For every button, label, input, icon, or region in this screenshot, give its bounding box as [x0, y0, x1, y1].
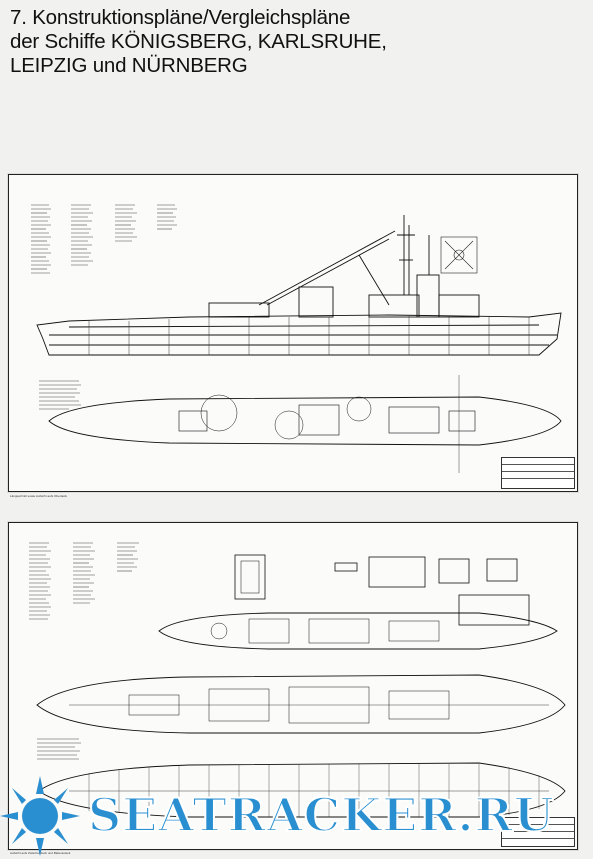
- title-line-2: der Schiffe KÖNIGSBERG, KARLSRUHE,: [10, 30, 387, 53]
- deck-plan-view: [48, 375, 562, 473]
- plan-sheet-2: [8, 522, 578, 850]
- legend-list-3: [115, 204, 177, 242]
- notes-block: [39, 380, 81, 410]
- seatracker-logo-icon: [0, 776, 80, 856]
- page-title: 7. Konstruktionspläne/Vergleichspläne de…: [10, 6, 580, 78]
- legend-list-1: [31, 204, 51, 274]
- title-block-2: [501, 817, 575, 847]
- deck-plan-middle: [36, 674, 566, 734]
- compass-diagram: [440, 236, 478, 274]
- legend-list-4: [29, 542, 51, 620]
- plan-sheet-1: [8, 174, 578, 492]
- legend-list-5: [73, 542, 139, 604]
- title-line-3: LEIPZIG und NÜRNBERG: [10, 54, 248, 77]
- plan1-caption: Längsschnitt sowie Aufsicht aufs Oberdec…: [10, 494, 68, 498]
- deck-plan-lower-grid: [88, 764, 540, 817]
- ship-elevation-drawing: [31, 204, 562, 473]
- title-line-1: 7. Konstruktionspläne/Vergleichspläne: [10, 6, 351, 29]
- ship-deck-plans-drawing: [29, 542, 566, 818]
- hull-side-view: [36, 215, 562, 356]
- deck-plan-upper: [158, 612, 558, 650]
- legend-list-2: [71, 204, 93, 266]
- title-block-1: [501, 457, 575, 489]
- hull-detail-lines: [88, 316, 530, 355]
- watermark-text: SEATRACKER.RU: [87, 787, 555, 843]
- detail-sections: [234, 554, 530, 626]
- notes-block-2: [37, 738, 81, 760]
